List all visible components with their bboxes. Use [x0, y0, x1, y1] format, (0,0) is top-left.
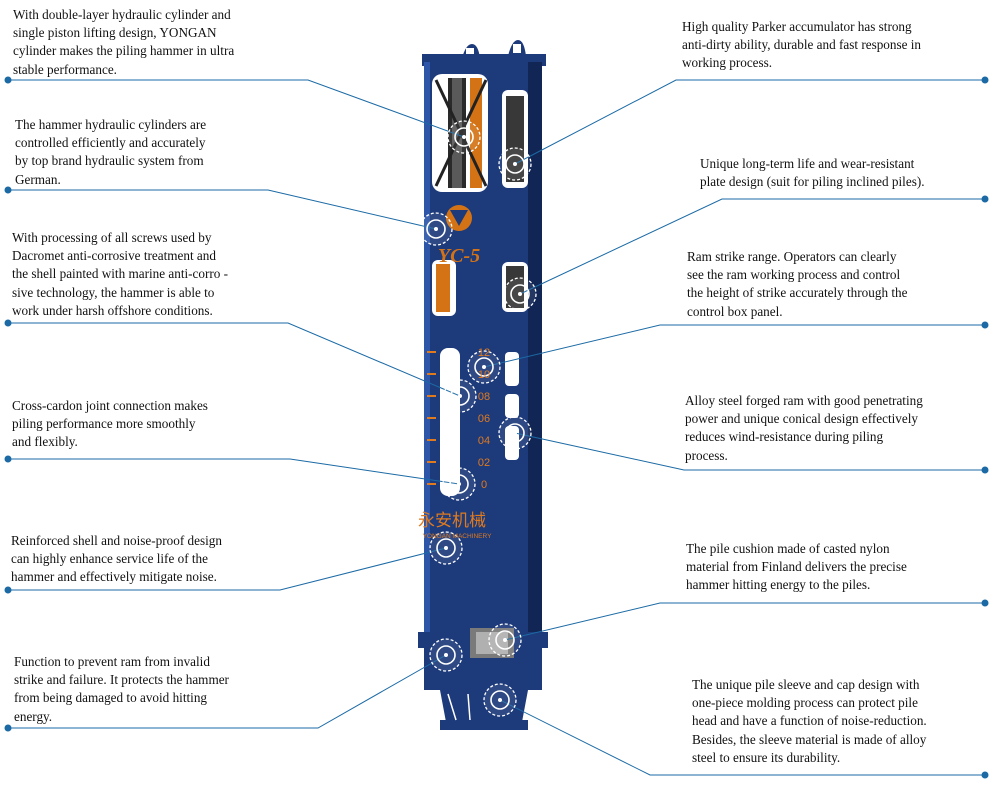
callout-target-inner-ring [450, 386, 470, 406]
brand-en-label: YONGAN MACHINERY [423, 533, 493, 540]
leader-endpoint-dot [4, 724, 12, 732]
callout-text-pile-cushion: The pile cushion made of casted nylon ma… [686, 541, 907, 593]
callout-text-hydraulic-control: The hammer hydraulic cylinders are contr… [15, 117, 207, 187]
callout-target-center [444, 653, 448, 657]
brand-emblem [446, 205, 472, 231]
hammer-illustration [418, 40, 548, 730]
leader-line [514, 79, 985, 165]
leader-line [8, 322, 461, 397]
leader-endpoint-dot [4, 319, 12, 327]
leader-line [514, 432, 985, 471]
callout-target-inner-ring [454, 127, 474, 147]
callout-text-parker-accumulator: High quality Parker accumulator has stro… [682, 19, 922, 71]
callout-target-center [498, 698, 502, 702]
strike-scale-label: 06 [478, 413, 490, 425]
leader-endpoint-dot [981, 76, 989, 84]
callout-target-inner-ring [505, 154, 525, 174]
strike-scale-label: 02 [478, 457, 490, 469]
callout-target-center [513, 431, 517, 435]
strike-scale-label: 0 [481, 479, 487, 491]
callout-target-center [518, 292, 522, 296]
leader-endpoint-dot [981, 321, 989, 329]
leader-line [504, 602, 985, 641]
leader-line [483, 324, 985, 368]
strike-scale-label: 04 [478, 435, 490, 447]
leader-line [8, 654, 447, 729]
callout-target-center [462, 135, 466, 139]
callout-target-center [457, 482, 461, 486]
callout-target-inner-ring [449, 474, 469, 494]
callout-text-strike-range: Ram strike range. Operators can clearly … [687, 249, 908, 319]
model-label: YC-5 [438, 245, 480, 267]
leader-line [8, 79, 465, 138]
callout-text-noise-proof-shell: Reinforced shell and noise-proof design … [11, 533, 222, 585]
leader-endpoint-dot [981, 195, 989, 203]
callout-target-center [513, 162, 517, 166]
callout-target-inner-ring [510, 284, 530, 304]
callout-target-center [434, 227, 438, 231]
callout-target-inner-ring [505, 423, 525, 443]
leader-line [8, 547, 447, 591]
leader-endpoint-dot [4, 76, 12, 84]
leader-line [499, 699, 985, 776]
callout-target-inner-ring [495, 630, 515, 650]
strike-scale-label: 10 [478, 369, 490, 381]
callout-target-inner-ring [426, 219, 446, 239]
callout-target-center [444, 546, 448, 550]
callout-target-inner-ring [474, 357, 494, 377]
callout-target-center [458, 394, 462, 398]
brand-cn-label: 永安机械 [418, 511, 486, 531]
callout-text-cardon-joint: Cross-cardon joint connection makes pili… [12, 398, 208, 450]
callout-text-cylinder-design: With double-layer hydraulic cylinder and… [13, 7, 235, 77]
callout-text-pile-sleeve: The unique pile sleeve and cap design wi… [692, 677, 927, 765]
leader-line [8, 189, 437, 230]
callout-text-anti-corrosion: With processing of all screws used by Da… [12, 230, 229, 318]
callout-target-inner-ring [436, 538, 456, 558]
leader-line [519, 198, 985, 295]
strike-scale-label: 08 [478, 391, 490, 403]
leader-line [8, 458, 460, 485]
callout-target-center [482, 365, 486, 369]
leader-endpoint-dot [4, 586, 12, 594]
leader-endpoint-dot [981, 771, 989, 779]
leader-endpoint-dot [4, 186, 12, 194]
leader-endpoint-dot [981, 599, 989, 607]
callout-target-inner-ring [490, 690, 510, 710]
leader-endpoint-dot [981, 466, 989, 474]
callout-target-center [503, 638, 507, 642]
callout-text-forged-ram: Alloy steel forged ram with good penetra… [685, 393, 923, 463]
leader-endpoint-dot [4, 455, 12, 463]
callout-text-wear-plate: Unique long-term life and wear-resistant… [700, 156, 925, 190]
strike-scale-label: 12 [478, 347, 490, 359]
callout-text-invalid-strike: Function to prevent ram from invalid str… [14, 654, 229, 724]
callout-target-inner-ring [436, 645, 456, 665]
strike-scale-ticks [427, 351, 436, 485]
